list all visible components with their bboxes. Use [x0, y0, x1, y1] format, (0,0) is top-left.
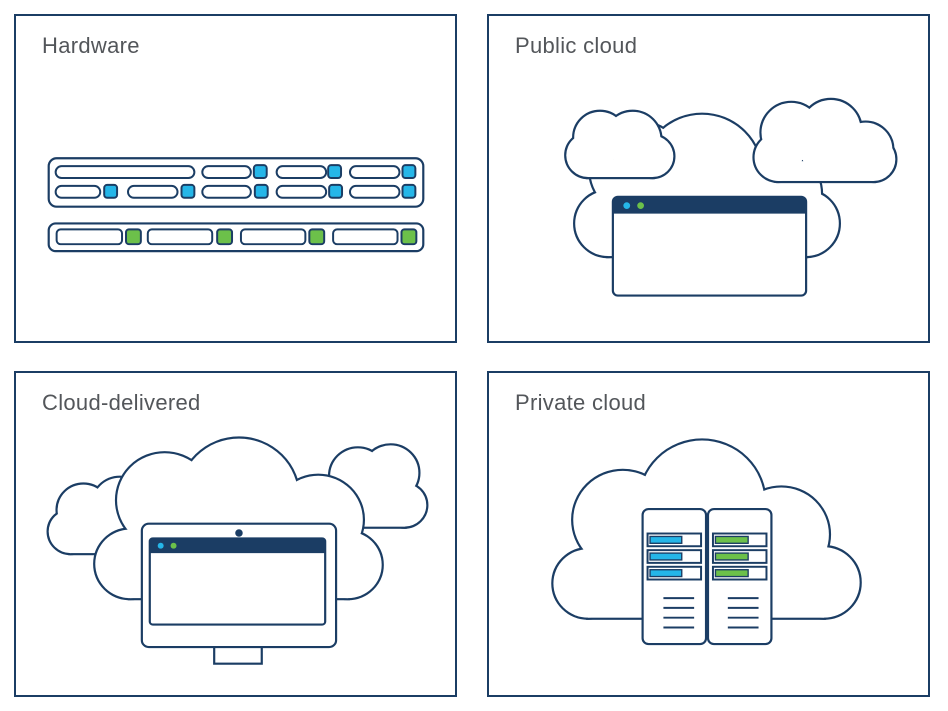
vent-lines [727, 597, 759, 629]
window-dot-blue [157, 542, 164, 549]
rack-switch-icon [47, 222, 425, 253]
rack-server-1u-icon [47, 157, 425, 208]
cloud-small-left-icon [566, 112, 673, 177]
monitor-icon [140, 522, 338, 665]
server-rack-illustration [47, 157, 425, 253]
webcam-dot [235, 529, 243, 537]
browser-window-icon [148, 537, 327, 626]
browser-window-icon [611, 195, 808, 297]
window-dot-green [637, 202, 644, 210]
panel-cloud-delivered: Cloud-delivered [14, 371, 457, 697]
public-cloud-illustration [489, 16, 928, 297]
panel-title-public-cloud: Public cloud [515, 33, 638, 58]
panel-hardware: Hardware [14, 14, 457, 343]
server-tower-left-icon [641, 507, 708, 646]
private-cloud-illustration [489, 373, 928, 646]
deployment-options-diagram: Hardware [14, 14, 930, 697]
panel-private-cloud: Private cloud [487, 371, 930, 697]
cloud-delivered-illustration [16, 373, 455, 665]
window-dot-green [170, 542, 177, 549]
window-dot-blue [623, 202, 631, 210]
vent-lines [663, 597, 695, 629]
cloud-small-right-icon [755, 100, 896, 181]
panel-title-hardware: Hardware [42, 33, 140, 58]
panel-title-private-cloud: Private cloud [515, 390, 647, 415]
panel-public-cloud: Public cloud [487, 14, 930, 343]
server-tower-right-icon [706, 507, 773, 646]
panel-title-cloud-delivered: Cloud-delivered [42, 390, 201, 415]
